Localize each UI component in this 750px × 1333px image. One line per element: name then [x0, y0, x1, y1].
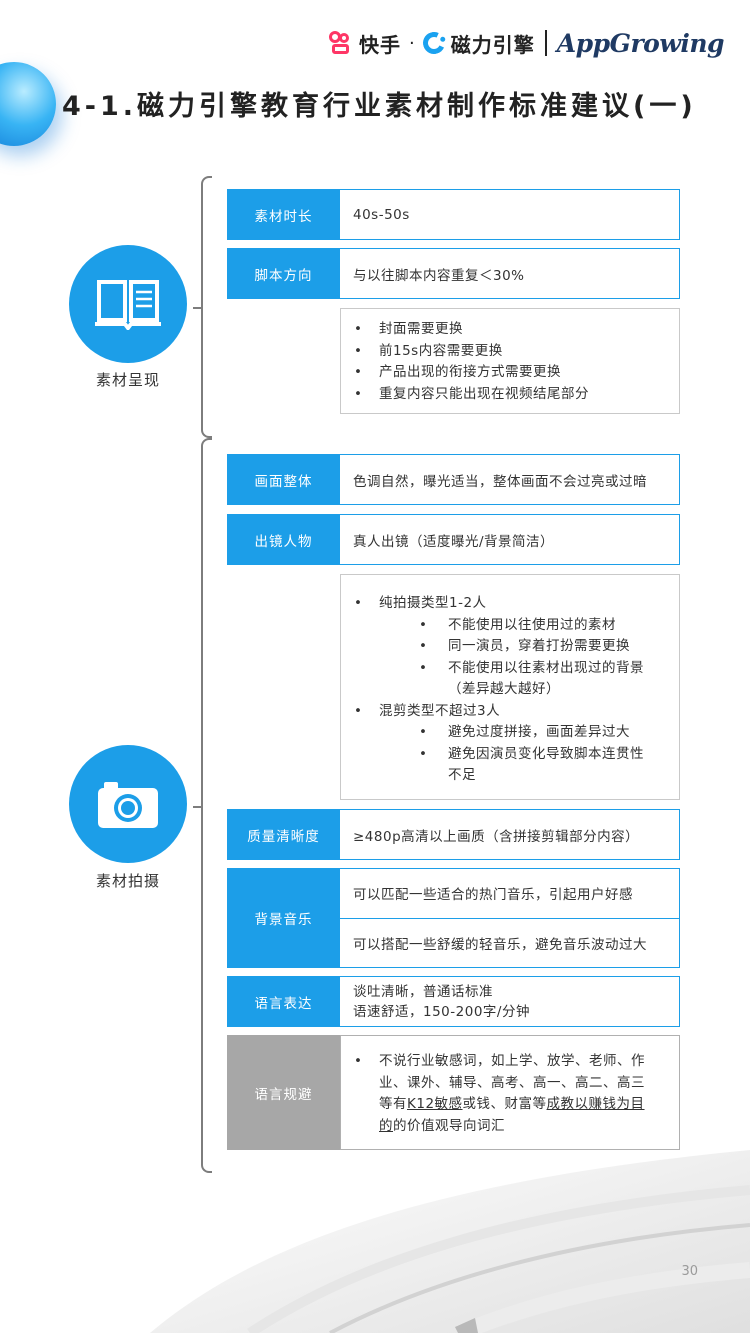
row-label: 出镜人物 — [227, 514, 340, 565]
row-value: 可以匹配一些适合的热门音乐，引起用户好感 — [353, 887, 633, 904]
category-presentation-circle — [69, 245, 187, 363]
row-value-line: 语速舒适，150-200字/分钟 — [353, 1003, 530, 1020]
category-shooting-label: 素材拍摄 — [95, 872, 160, 890]
underlined-term: 的 — [379, 1117, 393, 1134]
bracket-shooting — [193, 438, 212, 1173]
list-subitem-continued: 不足 — [448, 767, 476, 783]
list-subitem: 避免过度拼接，画面差异过大 — [341, 722, 679, 744]
row-value: 可以搭配一些舒缓的轻音乐，避免音乐波动过大 — [340, 917, 679, 968]
underlined-term: 成教以赚钱为目 — [546, 1096, 645, 1112]
row-value: 40s-50s — [340, 189, 680, 240]
row-label: 背景音乐 — [227, 868, 340, 968]
cili-logo-text: 磁力引擎 — [450, 32, 535, 57]
row-value-stack: 可以匹配一些适合的热门音乐，引起用户好感 可以搭配一些舒缓的轻音乐，避免音乐波动… — [340, 868, 680, 968]
appgrowing-logo: AppGrowing — [556, 28, 725, 58]
list-item: 不说行业敏感词，如上学、放学、老师、作 业、课外、辅导、高考、高一、高二、高三 … — [341, 1051, 679, 1137]
row-value: 色调自然，曝光适当，整体画面不会过亮或过暗 — [340, 454, 680, 505]
list-item: 产品出现的衔接方式需要更换 — [341, 362, 679, 384]
row-language-expression: 语言表达 谈吐清晰，普通话标准 语速舒适，150-200字/分钟 — [227, 976, 680, 1027]
list-item: 混剪类型不超过3人 — [341, 701, 679, 723]
list-item: 封面需要更换 — [341, 319, 679, 341]
row-on-camera-person: 出镜人物 真人出镜（适度曝光/背景简洁） — [227, 514, 680, 565]
kuaishou-logo-icon — [329, 31, 353, 55]
row-label: 画面整体 — [227, 454, 340, 505]
category-shooting-circle — [69, 745, 187, 863]
header-logos: 快手 · 磁力引擎 AppGrowing — [329, 26, 725, 60]
row-value-line: 谈吐清晰，普通话标准 — [353, 983, 493, 1000]
cili-logo-icon — [419, 28, 448, 58]
row-overall-picture: 画面整体 色调自然，曝光适当，整体画面不会过亮或过暗 — [227, 454, 680, 505]
title-decor-ball — [0, 62, 56, 146]
list-item: 前15s内容需要更换 — [341, 341, 679, 363]
page-title: 4-1.磁力引擎教育行业素材制作标准建议(一) — [62, 91, 697, 122]
row-value: 真人出镜（适度曝光/背景简洁） — [340, 514, 680, 565]
presentation-notes: 封面需要更换 前15s内容需要更换 产品出现的衔接方式需要更换 重复内容只能出现… — [340, 308, 680, 414]
list-item: 重复内容只能出现在视频结尾部分 — [341, 384, 679, 406]
list-item: 纯拍摄类型1-2人 — [341, 593, 679, 615]
decorative-wave — [150, 1150, 750, 1333]
row-quality: 质量清晰度 ≥480p高清以上画质（含拼接剪辑部分内容） — [227, 809, 680, 860]
shooting-notes: 纯拍摄类型1-2人 不能使用以往使用过的素材 同一演员，穿着打扮需要更换 不能使… — [340, 574, 680, 800]
list-subitem: 不能使用以往素材出现过的背景 — [341, 658, 679, 680]
row-label: 素材时长 — [227, 189, 340, 240]
row-label: 质量清晰度 — [227, 809, 340, 860]
row-value: 不说行业敏感词，如上学、放学、老师、作 业、课外、辅导、高考、高一、高二、高三 … — [340, 1035, 680, 1150]
list-subitem: 避免因演员变化导致脚本连贯性 — [341, 744, 679, 766]
underlined-term: K12敏感 — [407, 1096, 463, 1112]
row-duration: 素材时长 40s-50s — [227, 189, 680, 240]
row-script-direction: 脚本方向 与以往脚本内容重复＜30% — [227, 248, 680, 299]
row-label: 语言表达 — [227, 976, 340, 1027]
bracket-presentation — [193, 176, 212, 438]
row-value: 与以往脚本内容重复＜30% — [340, 248, 680, 299]
book-icon — [95, 280, 161, 330]
page-number: 30 — [681, 1264, 698, 1279]
list-subitem-continued: （差异越大越好） — [448, 681, 560, 697]
row-background-music: 背景音乐 可以匹配一些适合的热门音乐，引起用户好感 可以搭配一些舒缓的轻音乐，避… — [227, 868, 680, 968]
category-presentation-label: 素材呈现 — [95, 371, 160, 389]
row-label: 语言规避 — [227, 1035, 340, 1150]
row-value: ≥480p高清以上画质（含拼接剪辑部分内容） — [340, 809, 680, 860]
row-label: 脚本方向 — [227, 248, 340, 299]
camera-icon — [98, 782, 158, 828]
list-subitem: 不能使用以往使用过的素材 — [341, 615, 679, 637]
logo-divider — [544, 30, 547, 56]
kuaishou-logo-text: 快手 — [359, 32, 402, 57]
row-value: 谈吐清晰，普通话标准 语速舒适，150-200字/分钟 — [340, 976, 680, 1027]
row-language-avoid: 语言规避 不说行业敏感词，如上学、放学、老师、作 业、课外、辅导、高考、高一、高… — [227, 1035, 680, 1150]
logo-separator-dot: · — [409, 32, 415, 54]
list-subitem: 同一演员，穿着打扮需要更换 — [341, 636, 679, 658]
